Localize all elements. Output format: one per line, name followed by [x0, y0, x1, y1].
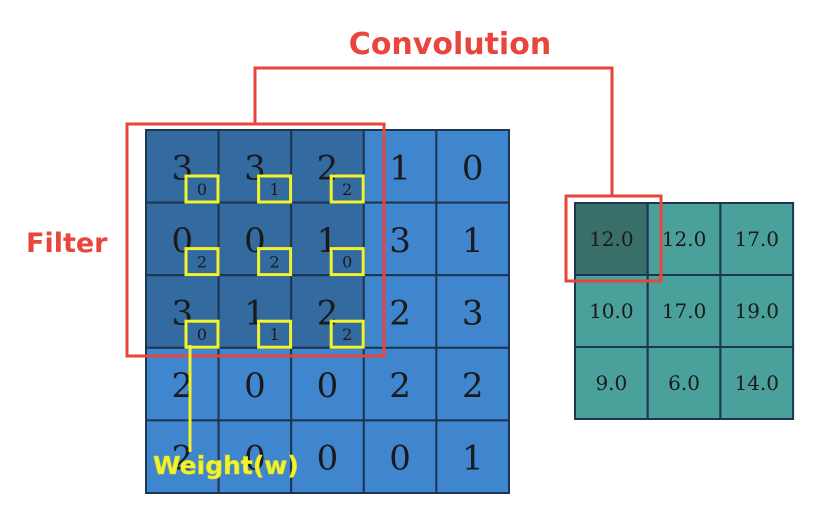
- kernel-weight-box: [257, 174, 293, 204]
- output-cell-value: 14.0: [734, 371, 779, 395]
- kernel-weight-box: [329, 319, 365, 349]
- input-cell-value: 1: [462, 221, 484, 261]
- input-cell-value: 3: [171, 294, 193, 334]
- kernel-weight-value: 2: [197, 253, 207, 272]
- output-cell: [719, 346, 795, 420]
- output-cell-value: 6.0: [668, 371, 700, 395]
- output-cell-value: 9.0: [595, 371, 627, 395]
- convolution-connector: [253, 66, 614, 196]
- annotations: Convolution Filter Weight(w): [26, 27, 663, 480]
- kernel-weight-box: [257, 319, 293, 349]
- input-cell: [290, 419, 365, 494]
- kernel-weight-value: 1: [270, 180, 280, 199]
- input-cell: [435, 346, 510, 422]
- input-cell-value: 0: [317, 439, 339, 479]
- output-cell-value: 12.0: [589, 227, 634, 251]
- input-cell-value: 2: [389, 294, 411, 334]
- kernel-weight-box: [184, 247, 220, 277]
- output-highlight-outline: [564, 194, 663, 283]
- output-cell: [646, 346, 722, 420]
- input-cell-value: 1: [462, 439, 484, 479]
- input-cell: [435, 129, 510, 204]
- input-cell-value: 0: [389, 439, 411, 479]
- input-cell-value: 2: [171, 439, 193, 479]
- kernel-weight-value: 0: [342, 253, 352, 272]
- output-cell-value: 19.0: [734, 299, 779, 323]
- kernel-weight-box: [329, 174, 365, 204]
- kernel-weight-box: [257, 247, 293, 277]
- input-cell-value: 0: [244, 221, 266, 261]
- input-cell: [290, 129, 365, 204]
- input-cell: [362, 419, 438, 494]
- input-cell: [362, 274, 438, 349]
- kernel-weight-box: [184, 319, 220, 349]
- input-cell: [217, 201, 293, 277]
- output-grid: 12.0 12.0 17.0 10.0 17.0 19.0 9.0 6.0 14.0: [574, 202, 795, 420]
- input-cell: [435, 201, 510, 277]
- kernel-weight-value: 0: [197, 325, 207, 344]
- output-cell-value: 12.0: [662, 227, 707, 251]
- input-cell: [217, 346, 293, 422]
- input-cell-value: 0: [171, 221, 193, 261]
- kernel-weight-box: [184, 174, 220, 204]
- input-cell-value: 0: [244, 366, 266, 406]
- input-cell-value: 1: [389, 148, 411, 188]
- output-cell-value: 10.0: [589, 299, 634, 323]
- input-cell: [362, 346, 438, 422]
- input-cell-value: 1: [244, 294, 266, 334]
- kernel-weight-value: 1: [270, 325, 280, 344]
- input-cell-value: 2: [171, 366, 193, 406]
- input-cell-value: 2: [317, 294, 339, 334]
- input-cell: [290, 201, 365, 277]
- input-cell-value: 2: [462, 366, 484, 406]
- input-cell: [435, 274, 510, 349]
- input-cell-value: 3: [389, 221, 411, 261]
- filter-outline: [125, 122, 386, 358]
- kernel-weight-box: [329, 247, 365, 277]
- input-cell-value: 0: [462, 148, 484, 188]
- output-cell-value: 17.0: [734, 227, 779, 251]
- input-cell-value: 3: [244, 148, 266, 188]
- input-cell-value: 1: [317, 221, 339, 261]
- convolution-label: Convolution: [349, 27, 551, 62]
- input-cell-value: 2: [317, 148, 339, 188]
- output-cell: [574, 346, 649, 420]
- kernel-weight-value: 2: [342, 325, 352, 344]
- output-cell-value: 17.0: [662, 299, 707, 323]
- input-cell-value: 0: [244, 439, 266, 479]
- kernel-weight-value: 2: [270, 253, 280, 272]
- kernel-weight-value: 2: [342, 180, 352, 199]
- input-cell-value: 2: [389, 366, 411, 406]
- input-cell-value: 3: [171, 148, 193, 188]
- filter-label: Filter: [26, 228, 108, 259]
- kernel-weight-value: 0: [197, 180, 207, 199]
- input-cell: [145, 129, 220, 204]
- input-cell-value: 3: [462, 294, 484, 334]
- input-cell-value: 0: [317, 366, 339, 406]
- weight-label: Weight(w): [153, 451, 299, 480]
- input-cell: [290, 346, 365, 422]
- input-cell: [435, 419, 510, 494]
- input-cell: [290, 274, 365, 349]
